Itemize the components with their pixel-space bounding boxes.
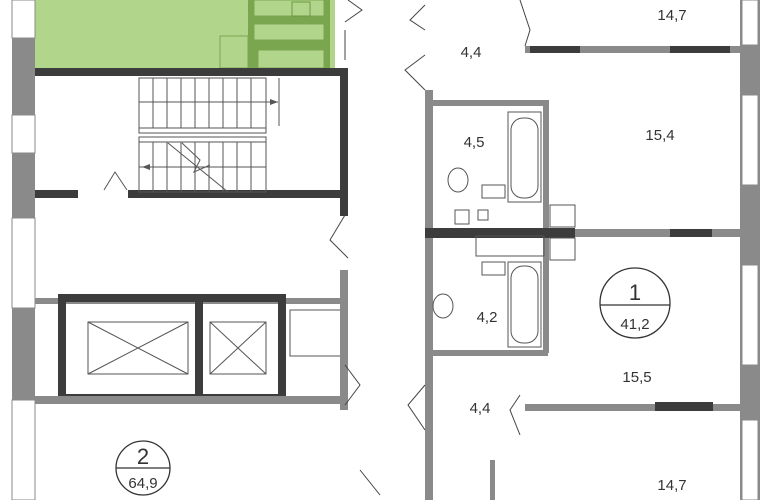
room-area-bath-upper: 4,5 [464, 134, 485, 151]
room-area-bottom: 14,7 [657, 477, 686, 494]
room-area-hall-bottom: 4,4 [470, 400, 491, 417]
bathroom-fixtures [432, 111, 576, 348]
outer-wall-right [740, 0, 760, 500]
apartment-1-badge[interactable]: 1 41,2 [599, 267, 671, 339]
outer-wall-left [11, 0, 36, 500]
apartment-2-number: 2 [137, 444, 149, 469]
corridor-walls [340, 46, 740, 500]
room-area-lower: 15,5 [622, 369, 651, 386]
apartment-2-area: 64,9 [128, 475, 157, 492]
apartment-1-area: 41,2 [620, 316, 649, 333]
room-area-upper: 15,4 [645, 127, 674, 144]
elevator-block [35, 294, 345, 404]
stairwell [35, 68, 348, 216]
room-area-top: 14,7 [657, 7, 686, 24]
apartment-1-number: 1 [629, 280, 641, 305]
room-area-bath-lower: 4,2 [477, 309, 498, 326]
room-area-hall-top: 4,4 [461, 44, 482, 61]
apartment-2-badge[interactable]: 2 64,9 [115, 440, 171, 496]
doors[interactable] [329, 0, 531, 496]
highlighted-apartment[interactable] [35, 0, 335, 69]
